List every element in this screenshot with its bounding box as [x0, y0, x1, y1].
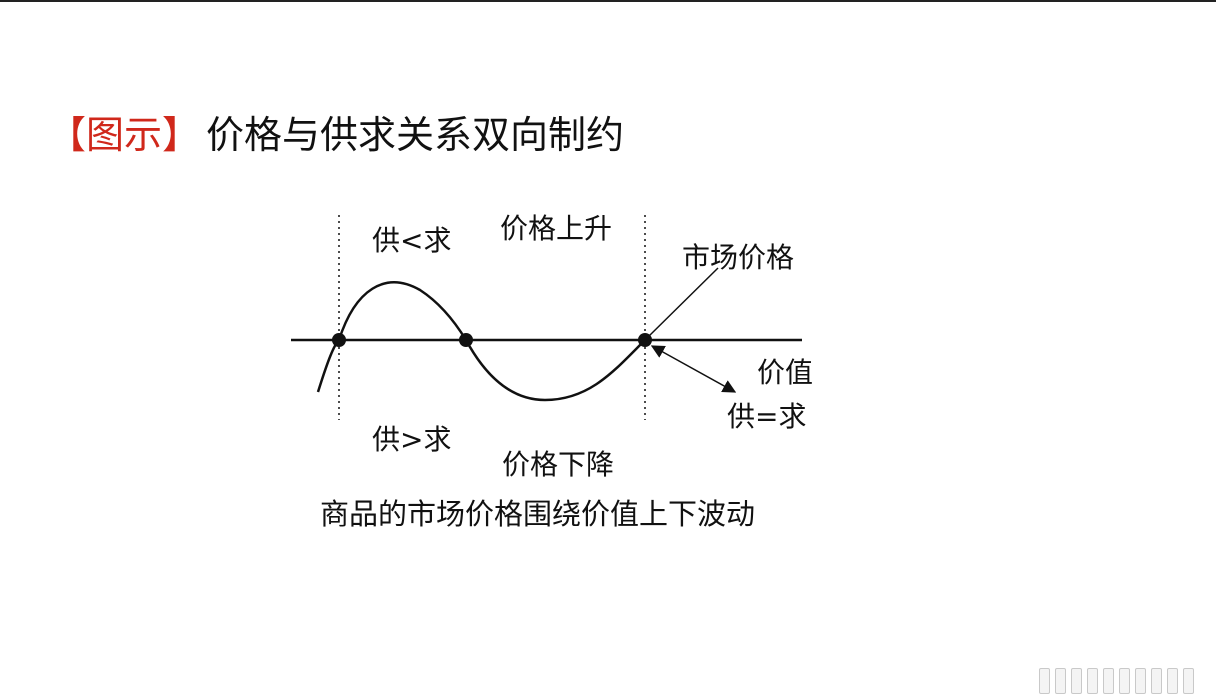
label-price-fall: 价格下降 [502, 448, 614, 481]
scroll-tick [1183, 668, 1194, 694]
label-market-price: 市场价格 [682, 241, 794, 274]
scroll-tick [1119, 668, 1130, 694]
label-supply-eq-demand: 供=求 [727, 400, 806, 433]
scroll-tick [1087, 668, 1098, 694]
diagram-caption: 商品的市场价格围绕价值上下波动 [320, 497, 755, 531]
scroll-tick [1071, 668, 1082, 694]
scroll-tick [1055, 668, 1066, 694]
scroll-tick [1103, 668, 1114, 694]
heading-title: 价格与供求关系双向制约 [206, 113, 625, 157]
equilibrium-point-2 [459, 333, 473, 347]
scroll-tick [1167, 668, 1178, 694]
top-border [0, 0, 1216, 2]
equilibrium-point-1 [332, 333, 346, 347]
label-price-rise: 价格上升 [500, 212, 612, 245]
heading: 【图示】价格与供求关系双向制约 [48, 110, 624, 160]
label-supply-lt-demand: 供<求 [372, 224, 451, 257]
label-supply-gt-demand: 供>求 [372, 423, 451, 456]
scroll-tick [1039, 668, 1050, 694]
heading-tag: 【图示】 [48, 113, 201, 157]
scroll-tick [1151, 668, 1162, 694]
scroll-tick [1135, 668, 1146, 694]
label-value: 价值 [757, 356, 813, 389]
market-price-pointer [647, 267, 719, 338]
corner-scroll-indicator [1039, 668, 1194, 694]
equilibrium-arrow [650, 345, 737, 393]
